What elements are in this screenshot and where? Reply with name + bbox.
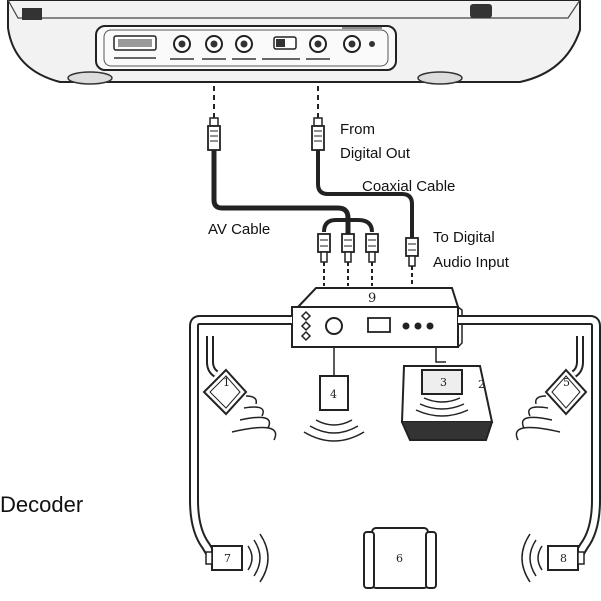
number-5: 5: [563, 376, 570, 389]
speaker-wires: [189, 315, 601, 559]
speaker-front-right: 5: [515, 368, 588, 441]
coaxial-cable: [311, 86, 414, 238]
label-coaxial-cable: Coaxial Cable: [362, 178, 455, 195]
number-8: 8: [560, 552, 567, 565]
dvd-player: [7, 0, 581, 85]
headphone-jack: [170, 35, 194, 60]
label-decoder: Decoder: [0, 492, 83, 517]
label-to-digital: To Digital: [433, 229, 495, 246]
label-av-cable: AV Cable: [208, 221, 270, 238]
label-audio-input: Audio Input: [433, 254, 510, 271]
subwoofer: 4: [303, 375, 365, 442]
tv-set: 3 2: [400, 365, 494, 441]
number-9: 9: [368, 291, 376, 306]
coaxial-out-jack: [306, 35, 330, 60]
number-2: 2: [478, 378, 485, 391]
label-from: From: [340, 121, 375, 138]
av-cable: [207, 86, 374, 234]
av-in-jack: [232, 35, 256, 60]
coaxial-plug: [405, 237, 419, 286]
number-3: 3: [440, 376, 447, 389]
rca-plug-audio-right: [365, 233, 379, 286]
speaker-front-left: 1: [202, 368, 277, 441]
label-digital-out: Digital Out: [340, 145, 411, 162]
dc-out-jack: [342, 27, 382, 53]
speaker-rear-left: 7: [205, 533, 269, 583]
mode-switch: [262, 36, 300, 60]
number-7: 7: [224, 552, 231, 565]
rca-plug-audio-left: [341, 233, 355, 286]
rca-plug-video: [317, 233, 331, 286]
av-out-jack: [202, 35, 226, 60]
number-4: 4: [330, 388, 337, 401]
number-6: 6: [396, 552, 403, 565]
speaker-rear-right: 8: [521, 533, 585, 583]
number-1: 1: [223, 376, 230, 389]
amplifier: 9: [291, 287, 463, 348]
chair: 6: [363, 527, 437, 589]
